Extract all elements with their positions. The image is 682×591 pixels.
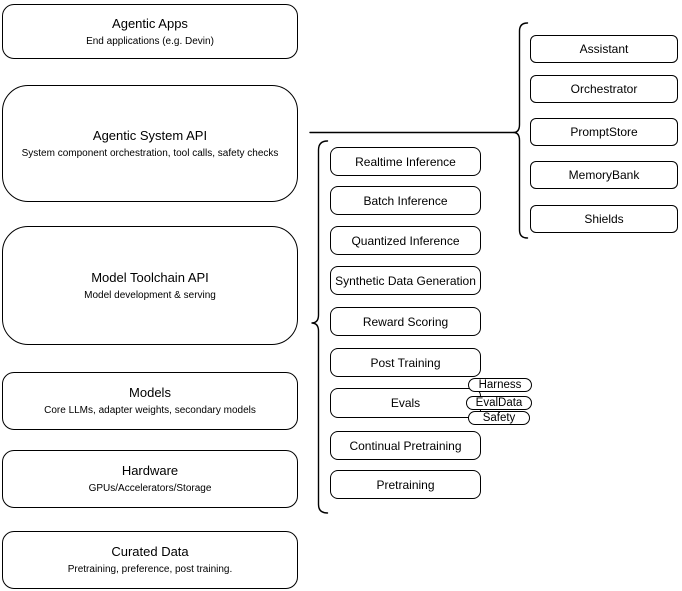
box-title: Agentic Apps bbox=[112, 15, 188, 31]
box-label: PromptStore bbox=[570, 125, 638, 139]
box-agentic-system-api: Agentic System API System component orch… bbox=[2, 85, 298, 202]
box-label: Pretraining bbox=[376, 477, 435, 492]
box-label: Batch Inference bbox=[363, 193, 448, 208]
box-memorybank: MemoryBank bbox=[530, 161, 678, 189]
box-label: Quantized Inference bbox=[351, 233, 460, 248]
box-realtime-inference: Realtime Inference bbox=[330, 147, 481, 176]
toolchain-brace bbox=[311, 140, 329, 514]
box-subtitle: Model development & serving bbox=[84, 289, 216, 301]
box-hardware: Hardware GPUs/Accelerators/Storage bbox=[2, 450, 298, 508]
pill-evaldata: EvalData bbox=[466, 396, 532, 410]
system-components-brace bbox=[513, 22, 529, 239]
pill-safety: Safety bbox=[468, 411, 530, 425]
box-subtitle: End applications (e.g. Devin) bbox=[86, 35, 214, 47]
box-label: Post Training bbox=[370, 355, 441, 370]
box-title: Hardware bbox=[121, 463, 179, 478]
pill-label: Harness bbox=[478, 379, 522, 391]
box-title: Curated Data bbox=[111, 544, 189, 559]
box-label: Shields bbox=[584, 212, 624, 226]
box-shields: Shields bbox=[530, 205, 678, 233]
box-agentic-apps: Agentic Apps End applications (e.g. Devi… bbox=[2, 4, 298, 59]
pill-label: Safety bbox=[482, 412, 516, 424]
box-subtitle: GPUs/Accelerators/Storage bbox=[88, 483, 212, 494]
box-title: Agentic System API bbox=[92, 127, 208, 143]
box-label: Assistant bbox=[579, 42, 629, 56]
box-post-training: Post Training bbox=[330, 348, 481, 377]
box-batch-inference: Batch Inference bbox=[330, 186, 481, 215]
box-title: Model Toolchain API bbox=[91, 269, 209, 285]
box-label: Realtime Inference bbox=[355, 154, 456, 169]
box-title: Models bbox=[129, 385, 171, 400]
box-reward-scoring: Reward Scoring bbox=[330, 307, 481, 336]
box-quantized-inference: Quantized Inference bbox=[330, 226, 481, 255]
box-subtitle: Core LLMs, adapter weights, secondary mo… bbox=[44, 405, 256, 416]
box-curated-data: Curated Data Pretraining, preference, po… bbox=[2, 531, 298, 589]
box-label: Reward Scoring bbox=[362, 314, 449, 329]
box-label: MemoryBank bbox=[568, 168, 640, 182]
box-pretraining: Pretraining bbox=[330, 470, 481, 499]
box-label: Continual Pretraining bbox=[349, 438, 462, 453]
box-assistant: Assistant bbox=[530, 35, 678, 63]
box-orchestrator: Orchestrator bbox=[530, 75, 678, 103]
pill-label: EvalData bbox=[475, 397, 523, 409]
box-label: Evals bbox=[390, 396, 421, 410]
box-subtitle: System component orchestration, tool cal… bbox=[21, 147, 279, 159]
box-models: Models Core LLMs, adapter weights, secon… bbox=[2, 372, 298, 430]
box-label: Orchestrator bbox=[570, 82, 638, 96]
box-model-toolchain-api: Model Toolchain API Model development & … bbox=[2, 226, 298, 345]
box-label: Synthetic Data Generation bbox=[335, 273, 476, 288]
box-evals: Evals bbox=[330, 388, 481, 418]
box-synthetic-data-generation: Synthetic Data Generation bbox=[330, 266, 481, 295]
box-subtitle: Pretraining, preference, post training. bbox=[67, 564, 233, 575]
box-continual-pretraining: Continual Pretraining bbox=[330, 431, 481, 460]
box-promptstore: PromptStore bbox=[530, 118, 678, 146]
pill-harness: Harness bbox=[468, 378, 532, 392]
